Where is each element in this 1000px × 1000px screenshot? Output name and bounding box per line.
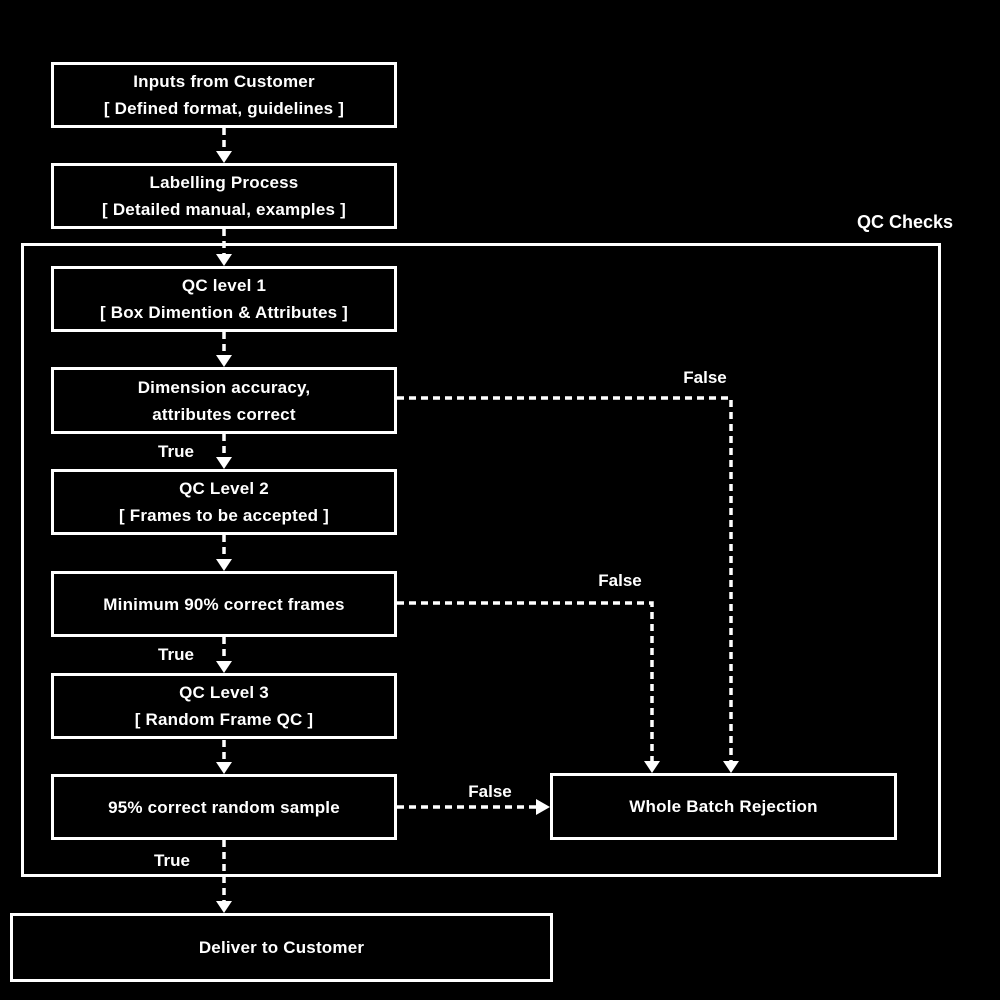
edge-label-true-2: True [158,645,194,664]
node-subtitle: [ Box Dimention & Attributes ] [99,303,349,322]
arrowhead-down-icon [216,762,232,774]
node-title: QC Level 2 [179,479,269,498]
arrow-dimcheck-false-to-rejection [397,396,733,761]
node-title: Dimension accuracy, [137,377,311,397]
node-95-percent-sample-check: 95% correct random sample [51,774,397,840]
arrowhead-down-icon [723,761,739,773]
edge-label-false-2: False [598,571,642,590]
node-title: Whole Batch Rejection [629,797,818,816]
node-subtitle: [ Frames to be accepted ] [118,506,329,525]
qc-checks-container [21,243,941,877]
node-title: Deliver to Customer [198,938,365,957]
qc-checks-label: QC Checks [857,212,954,232]
edge-label-false-3: False [468,782,512,801]
node-qc-level-2: QC Level 2 [ Frames to be accepted ] [51,469,397,535]
node-qc-level-1: QC level 1 [ Box Dimention & Attributes … [51,266,397,332]
edge-label-true-1: True [158,442,194,461]
node-title: Inputs from Customer [133,72,315,91]
node-title: Labelling Process [149,173,299,192]
arrowhead-down-icon [216,559,232,571]
node-title: Minimum 90% correct frames [103,594,345,614]
arrowhead-down-icon [216,355,232,367]
node-subtitle: [ Defined format, guidelines ] [103,99,345,118]
node-whole-batch-rejection: Whole Batch Rejection [550,773,897,840]
arrowhead-down-icon [216,661,232,673]
node-subtitle: [ Random Frame QC ] [134,710,314,729]
arrowhead-down-icon [216,457,232,469]
node-subtitle: attributes correct [152,404,296,424]
arrowhead-down-icon [644,761,660,773]
node-labelling-process: Labelling Process [ Detailed manual, exa… [51,163,397,229]
arrowhead-right-icon [536,799,550,815]
node-deliver-to-customer: Deliver to Customer [10,913,553,982]
edge-label-false-1: False [683,368,727,387]
node-title: 95% correct random sample [108,797,340,817]
arrow-min90-false-to-rejection [397,601,654,761]
node-title: QC level 1 [181,276,267,295]
arrowhead-down-icon [216,254,232,266]
arrowhead-down-icon [216,901,232,913]
arrowhead-down-icon [216,151,232,163]
node-minimum-90-percent-check: Minimum 90% correct frames [51,571,397,637]
node-title: QC Level 3 [179,683,269,702]
edge-label-true-3: True [154,851,190,870]
node-dimension-accuracy-check: Dimension accuracy, attributes correct [51,367,397,434]
node-qc-level-3: QC Level 3 [ Random Frame QC ] [51,673,397,739]
node-subtitle: [ Detailed manual, examples ] [102,200,346,219]
node-inputs-from-customer: Inputs from Customer [ Defined format, g… [51,62,397,128]
